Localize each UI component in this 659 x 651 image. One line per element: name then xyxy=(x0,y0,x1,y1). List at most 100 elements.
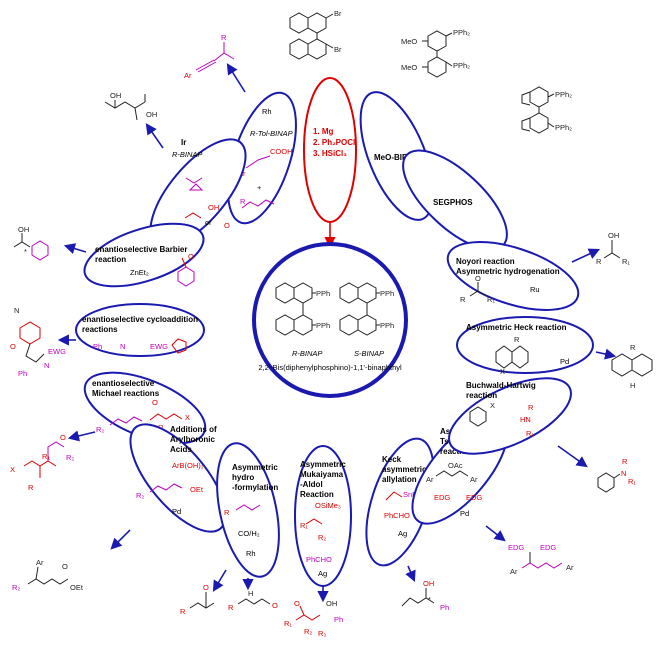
pph2-label: PPh xyxy=(380,289,394,298)
hydroformylation-oval xyxy=(216,442,280,578)
arylboronic-title: Arylboronic xyxy=(170,435,215,444)
plus-sign: + xyxy=(257,183,262,192)
edg-label: EDG xyxy=(434,493,450,502)
ar-label: Ar xyxy=(184,71,192,80)
segphos-label: SEGPHOS xyxy=(433,198,473,207)
n-label: N xyxy=(44,361,49,370)
ph-label: Ph xyxy=(440,603,449,612)
pph2-label: PPh₂ xyxy=(555,90,572,99)
hydroformylation-title: hydro xyxy=(232,473,254,482)
r1-label: R₁ xyxy=(300,521,308,530)
mukaiyama-title: Asymmetric xyxy=(300,460,346,469)
cycloaddition-title: enantioselective cycloaddition xyxy=(82,315,198,324)
arylboronic-title: Acids xyxy=(170,445,192,454)
buchwald-product-structure: N R R₁ xyxy=(597,457,636,493)
cycloaddition-oval xyxy=(75,303,205,357)
r-label: R xyxy=(460,295,466,304)
r-label: R xyxy=(528,403,534,412)
rh-metal-label: Rh xyxy=(246,549,256,558)
noyori-oval xyxy=(446,241,580,311)
r2-label: R₂ xyxy=(66,453,74,462)
ewg-label: EWG xyxy=(150,342,168,351)
oh-label: OH xyxy=(110,91,121,100)
br-label: Br xyxy=(334,9,342,18)
tsuji-title: reaction xyxy=(440,447,471,456)
h-label: H xyxy=(630,381,635,390)
r-label: R xyxy=(228,603,234,612)
ar-label: Ar xyxy=(426,475,434,484)
oh-label: OH xyxy=(146,110,157,119)
oac-label: OAc xyxy=(448,461,463,470)
noyori-title: Asymmetric hydrogenation xyxy=(456,267,560,276)
ru-metal-label: Ru xyxy=(530,285,540,294)
r-label: R xyxy=(221,33,227,42)
r-label: R xyxy=(28,483,34,492)
n-label: N xyxy=(14,306,19,315)
r-binap-label: R-BINAP xyxy=(292,349,322,358)
cycloaddition-product-structure: N O Ph N EWG xyxy=(10,306,66,378)
edg-label: EDG xyxy=(508,543,524,552)
arylboronic-title: Additions of xyxy=(170,425,217,434)
r1-label: R₁ xyxy=(628,477,636,486)
meo-biphep-label: MeO-BIPHEP xyxy=(374,153,424,162)
edg-label: EDG xyxy=(466,493,482,502)
arylboronic-product-arrow xyxy=(110,529,131,550)
binap-full-name: 2,2'-Bis(diphenylphosphino)-1,1'-binapht… xyxy=(258,363,402,372)
o-label: O xyxy=(294,599,300,608)
x-label: X xyxy=(500,367,505,376)
reagent-step-1: 1. Mg xyxy=(313,127,334,136)
buchwald-hartwig-oval xyxy=(448,377,572,455)
o-label: O xyxy=(62,562,68,571)
r-tol-binap-label: R-Tol-BINAP xyxy=(250,129,293,138)
ar-label: Ar xyxy=(566,563,574,572)
r2-label: R₂ xyxy=(12,583,20,592)
pd-metal-label: Pd xyxy=(460,509,469,518)
pph2-label: PPh₂ xyxy=(453,61,470,70)
s-binap-structure: PPh PPh xyxy=(339,282,394,336)
ir-ligand-label: R-BINAP xyxy=(172,150,202,159)
meo-label: MeO xyxy=(401,37,417,46)
oh-label: OH xyxy=(608,231,619,240)
barbier-oval xyxy=(83,222,205,288)
r3-label: R₃ xyxy=(318,629,326,638)
arylboronic-product-structure: Ar R₂ OEt O xyxy=(12,558,84,592)
r1-label: R₁ xyxy=(487,295,495,304)
michael-product-structure: X R₂ R₁ R O xyxy=(10,433,74,492)
h-label: H xyxy=(248,589,253,598)
x-label: X xyxy=(490,401,495,410)
noyori-product-structure: OH R R₁ xyxy=(596,231,630,266)
rh-metal-label: Rh xyxy=(262,107,272,116)
r-label: R xyxy=(514,335,520,344)
br-label: Br xyxy=(334,45,342,54)
meo-biphep-structure: MeO MeO PPh₂ PPh₂ xyxy=(401,28,470,78)
ar-label: Ar xyxy=(470,475,478,484)
r-binap-structure: PPh PPh xyxy=(275,282,330,336)
ir-product-structure: OH OH xyxy=(104,91,157,121)
oh-label: OH xyxy=(423,579,434,588)
ag-metal-label: Ag xyxy=(398,529,407,538)
ar-label: Ar xyxy=(510,567,518,576)
mukaiyama-title: -Aldol xyxy=(300,480,323,489)
x-label: X xyxy=(10,465,15,474)
ph-label: Ph xyxy=(93,342,102,351)
cooh-label: COOH xyxy=(270,147,293,156)
r-label: R xyxy=(240,197,246,206)
keck-product-structure: OH * Ph xyxy=(401,579,449,612)
reagent-step-2: 2. Ph₂POCl xyxy=(313,138,355,147)
r2-label: R₂ xyxy=(96,425,104,434)
reagent-step-3: 3. HSiCl₃ xyxy=(313,149,347,158)
noyori-title: Noyori reaction xyxy=(456,257,515,266)
phcho-label: PhCHO xyxy=(306,555,332,564)
hydroformylation-product-structure: R O R O H xyxy=(180,583,278,616)
buchwald-title: reaction xyxy=(466,391,497,400)
pph2-label: PPh xyxy=(316,289,330,298)
barbier-title: enantioselective Barbier xyxy=(95,245,187,254)
ir-metal-label: Ir xyxy=(181,138,186,147)
hydroformylation-product-arrow-1 xyxy=(212,569,227,592)
cycloaddition-title: reactions xyxy=(82,325,118,334)
mukaiyama-product-structure: O R₁ R₂ R₃ OH Ph xyxy=(284,599,343,638)
oh-label: OH xyxy=(18,225,29,234)
michael-title: Michael reactions xyxy=(92,389,160,398)
barbier-title: reaction xyxy=(95,255,126,264)
meo-label: MeO xyxy=(401,63,417,72)
